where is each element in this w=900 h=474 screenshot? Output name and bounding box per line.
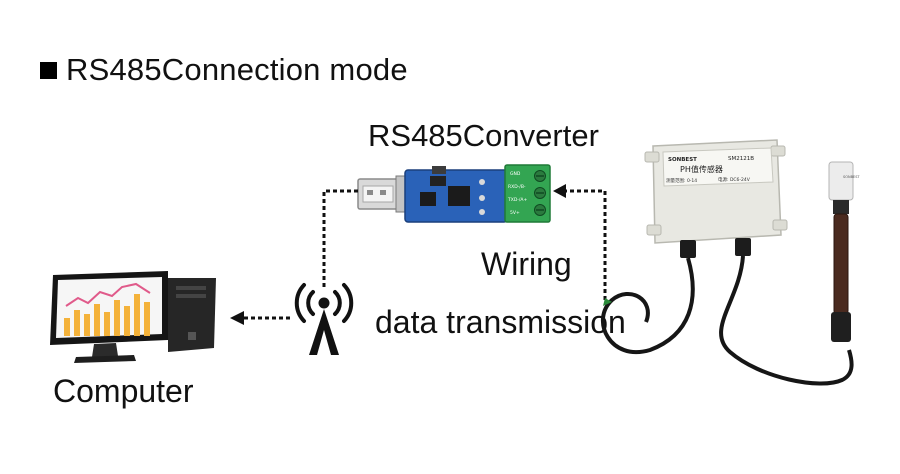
- data-transmission-label: data transmission: [375, 304, 626, 340]
- rs485-converter: GND RXD-/B- TXD-/A+ 5V+: [357, 164, 551, 223]
- black-square-icon: [40, 61, 57, 79]
- screen-chart: [64, 282, 151, 336]
- ph-sensor: SONBEST SM2121B PH值传感器 测量范围: 0-14 电源: DC…: [600, 139, 854, 386]
- usb-to-tower-line: [322, 189, 358, 290]
- converter-label: RS485Converter: [368, 118, 599, 153]
- ph-probe: SONBEST: [828, 161, 860, 342]
- section-heading-text: RS485Connection mode: [66, 52, 408, 87]
- sensor-title: PH值传感器: [680, 164, 723, 174]
- usb-plug-icon: [357, 175, 409, 213]
- sensor-probe-cable: [719, 255, 854, 386]
- sensor-signal-cable: [600, 257, 695, 354]
- sensor-model: SM2121B: [728, 156, 754, 162]
- terminal-label: TXD-/A+: [507, 197, 528, 203]
- section-heading: RS485Connection mode: [40, 52, 408, 88]
- terminal-label: 5V+: [510, 210, 520, 216]
- arrow-left-icon: [230, 311, 244, 325]
- terminal-label: GND: [510, 171, 521, 177]
- probe-label: SONBEST: [843, 175, 860, 179]
- terminal-label: RXD-/B-: [508, 184, 526, 190]
- wiring-label: Wiring: [481, 246, 572, 282]
- sensor-spec-power: 电源: DC6-24V: [718, 176, 751, 183]
- radio-tower-icon: [294, 283, 354, 355]
- computer-icon: [50, 271, 216, 363]
- computer-label: Computer: [53, 373, 194, 409]
- arrow-left-icon: [553, 184, 566, 198]
- sensor-spec-range: 测量范围: 0-14: [666, 177, 697, 184]
- wiring-line: [565, 189, 607, 300]
- sensor-brand: SONBEST: [668, 157, 697, 163]
